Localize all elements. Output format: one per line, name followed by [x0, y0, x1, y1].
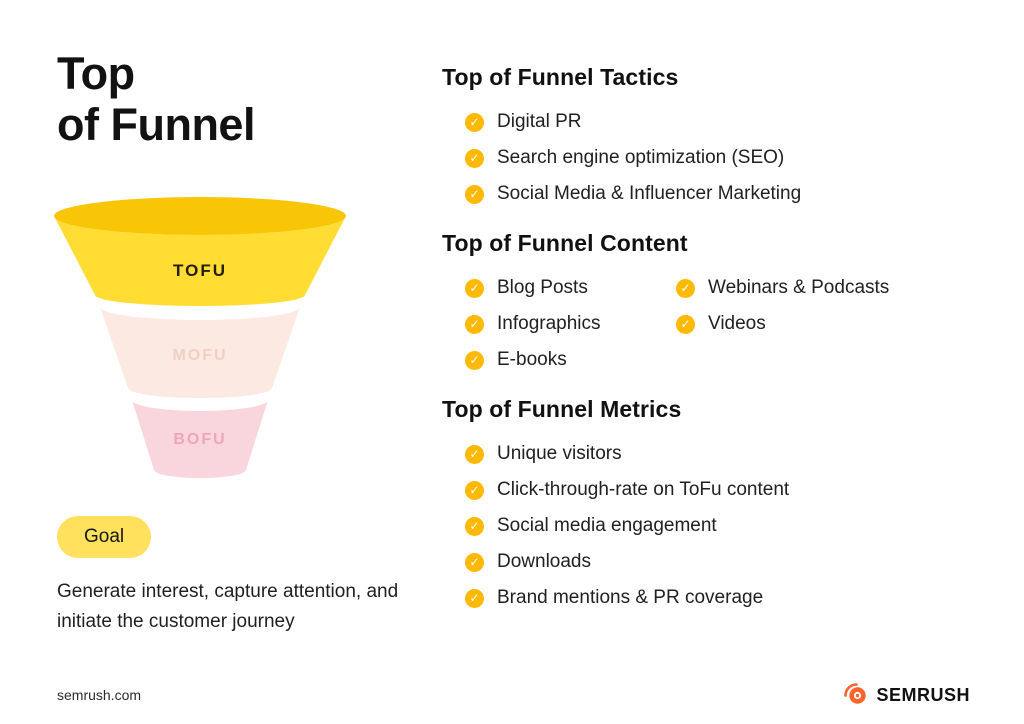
section-tactics: Top of Funnel Tactics ✓ Digital PR ✓ Sea…	[442, 64, 987, 205]
list-item: ✓ Click-through-rate on ToFu content	[465, 479, 987, 501]
goal-description: Generate interest, capture attention, an…	[57, 581, 399, 633]
list-item-label: Click-through-rate on ToFu content	[497, 479, 790, 500]
funnel-label-mofu: MOFU	[172, 347, 227, 364]
list-item: ✓ E-books	[465, 349, 653, 371]
list-item: ✓ Blog Posts	[465, 277, 653, 299]
list-item: ✓ Social media engagement	[465, 515, 987, 537]
list-item: ✓ Search engine optimization (SEO)	[465, 147, 987, 169]
list-item-label: Videos	[708, 313, 766, 334]
list-item: ✓ Webinars & Podcasts	[676, 277, 987, 299]
list-item: ✓ Downloads	[465, 551, 987, 573]
section-metrics-title: Top of Funnel Metrics	[442, 396, 682, 422]
content-column-1: ✓ Blog Posts ✓ Infographics ✓ E-books	[442, 277, 653, 371]
check-icon: ✓	[676, 314, 695, 334]
check-icon: ✓	[465, 444, 484, 464]
list-item-label: Search engine optimization (SEO)	[497, 147, 785, 168]
list-item-label: Brand mentions & PR coverage	[497, 587, 764, 608]
list-item-label: Social Media & Influencer Marketing	[497, 183, 802, 204]
page-title-line2: of Funnel	[57, 99, 255, 151]
semrush-flame-icon	[844, 683, 867, 704]
funnel-diagram: TOFU MOFU BOFU	[54, 197, 346, 478]
list-item: ✓ Unique visitors	[465, 443, 987, 465]
check-icon: ✓	[465, 184, 484, 204]
list-item-label: Downloads	[497, 551, 591, 572]
page-title: Top of Funnel	[57, 48, 255, 151]
list-item-label: Social media engagement	[497, 515, 717, 536]
check-icon: ✓	[465, 278, 484, 298]
list-item: ✓ Brand mentions & PR coverage	[465, 587, 987, 609]
check-icon: ✓	[465, 112, 484, 132]
list-item: ✓ Social Media & Influencer Marketing	[465, 183, 987, 205]
check-icon: ✓	[465, 516, 484, 536]
check-icon: ✓	[465, 552, 484, 572]
list-item-label: Digital PR	[497, 111, 582, 132]
check-icon: ✓	[465, 314, 484, 334]
brand-wordmark: SEMRUSH	[876, 684, 970, 705]
semrush-logo: SEMRUSH	[844, 683, 970, 707]
funnel-segment-bofu	[132, 400, 268, 478]
check-icon: ✓	[465, 350, 484, 370]
check-icon: ✓	[465, 588, 484, 608]
content-column: Top of Funnel Tactics ✓ Digital PR ✓ Sea…	[442, 64, 987, 634]
content-two-column-list: ✓ Blog Posts ✓ Infographics ✓ E-books ✓	[442, 277, 987, 371]
check-icon: ✓	[465, 480, 484, 500]
list-item-label: Blog Posts	[497, 277, 588, 298]
list-item: ✓ Digital PR	[465, 111, 987, 133]
check-icon: ✓	[676, 278, 695, 298]
section-metrics: Top of Funnel Metrics ✓ Unique visitors …	[442, 396, 987, 609]
content-column-2: ✓ Webinars & Podcasts ✓ Videos	[653, 277, 987, 371]
footer-url: semrush.com	[57, 687, 142, 703]
list-item: ✓ Videos	[676, 313, 987, 335]
check-icon: ✓	[465, 148, 484, 168]
funnel-label-tofu: TOFU	[173, 261, 227, 280]
funnel-opening	[54, 197, 346, 235]
list-item-label: Infographics	[497, 313, 601, 334]
page-title-line1: Top	[57, 48, 135, 99]
funnel-segment-mofu	[100, 307, 300, 398]
section-content-title: Top of Funnel Content	[442, 230, 688, 256]
list-item-label: Webinars & Podcasts	[708, 277, 890, 298]
funnel-label-bofu: BOFU	[173, 431, 226, 448]
list-item: ✓ Infographics	[465, 313, 653, 335]
section-tactics-title: Top of Funnel Tactics	[442, 64, 679, 90]
list-item-label: Unique visitors	[497, 443, 622, 464]
list-item-label: E-books	[497, 349, 567, 370]
goal-badge: Goal	[57, 516, 152, 558]
funnel-segment-tofu	[54, 216, 346, 306]
section-content: Top of Funnel Content ✓ Blog Posts ✓ Inf…	[442, 230, 987, 371]
